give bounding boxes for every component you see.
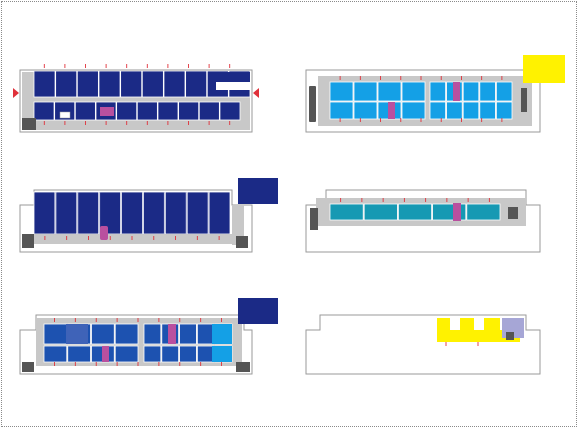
service-block (236, 236, 248, 248)
room (164, 191, 187, 235)
room (429, 101, 447, 120)
room (116, 101, 138, 121)
room (216, 72, 250, 82)
room (329, 203, 364, 221)
room (208, 191, 231, 235)
room (198, 101, 220, 121)
room (397, 203, 432, 221)
service-block (310, 208, 318, 230)
room (353, 101, 378, 120)
room (55, 70, 78, 98)
room (157, 101, 179, 121)
room (196, 345, 215, 363)
room (185, 70, 208, 98)
room (91, 323, 115, 345)
room-divider (216, 82, 250, 90)
floor-plan-1 (13, 64, 259, 133)
room (495, 101, 513, 120)
room (353, 81, 378, 102)
room (120, 70, 143, 98)
room (446, 101, 463, 120)
room (121, 191, 143, 235)
room (143, 191, 165, 235)
room (178, 101, 200, 121)
service-block (22, 234, 34, 248)
room (363, 203, 398, 221)
room (76, 70, 99, 98)
room (143, 323, 162, 345)
room (212, 324, 232, 344)
room (186, 191, 209, 235)
service-block (521, 88, 527, 112)
room (179, 345, 197, 363)
stair-room (453, 82, 460, 101)
room (401, 81, 426, 102)
stair-room (100, 226, 108, 240)
room (141, 70, 164, 98)
room (55, 191, 78, 235)
room (466, 203, 501, 221)
stair-room (168, 324, 176, 344)
room (136, 101, 158, 121)
stair-room (453, 203, 461, 221)
room (377, 81, 402, 102)
floor-plan-5 (19, 298, 278, 375)
room (143, 345, 162, 363)
room (462, 101, 480, 120)
room (114, 323, 139, 345)
service-block (236, 362, 250, 372)
entrance-arrow (13, 88, 19, 98)
room (219, 101, 241, 121)
room (212, 346, 232, 362)
building-outline (305, 314, 541, 375)
room (196, 323, 215, 345)
room (74, 101, 96, 121)
room (495, 81, 513, 102)
room (77, 191, 100, 235)
room (462, 81, 480, 102)
floor-plan-2 (305, 55, 565, 133)
corridor-area (34, 234, 244, 244)
service-block (22, 362, 34, 372)
floor-plan-3 (19, 178, 278, 253)
room (33, 191, 56, 235)
legend-swatch (238, 178, 278, 204)
service-block (309, 86, 316, 122)
legend-swatch (523, 55, 565, 83)
room (479, 101, 496, 120)
room (161, 345, 180, 363)
room (33, 101, 55, 121)
room (329, 101, 354, 120)
room (329, 81, 354, 102)
corridor-area (232, 205, 244, 245)
yellow-zone (437, 318, 520, 342)
service-block (22, 118, 36, 130)
room (479, 81, 496, 102)
toilet-fixture (59, 111, 71, 119)
room (66, 324, 88, 344)
legend-swatch (238, 298, 278, 324)
room (401, 101, 426, 120)
floor-plan-6 (305, 314, 541, 375)
room (114, 345, 139, 363)
service-block (506, 332, 514, 340)
room (43, 323, 68, 345)
room (67, 345, 91, 363)
entrance-arrow (253, 88, 259, 98)
stair-room (102, 346, 109, 362)
floor-plan-4 (305, 189, 541, 253)
room (179, 323, 197, 345)
room (163, 70, 186, 98)
stair-room (388, 102, 395, 119)
room (98, 70, 121, 98)
room (43, 345, 68, 363)
room (33, 70, 56, 98)
stair-room (100, 107, 114, 116)
service-block (508, 207, 518, 219)
room (429, 81, 447, 102)
